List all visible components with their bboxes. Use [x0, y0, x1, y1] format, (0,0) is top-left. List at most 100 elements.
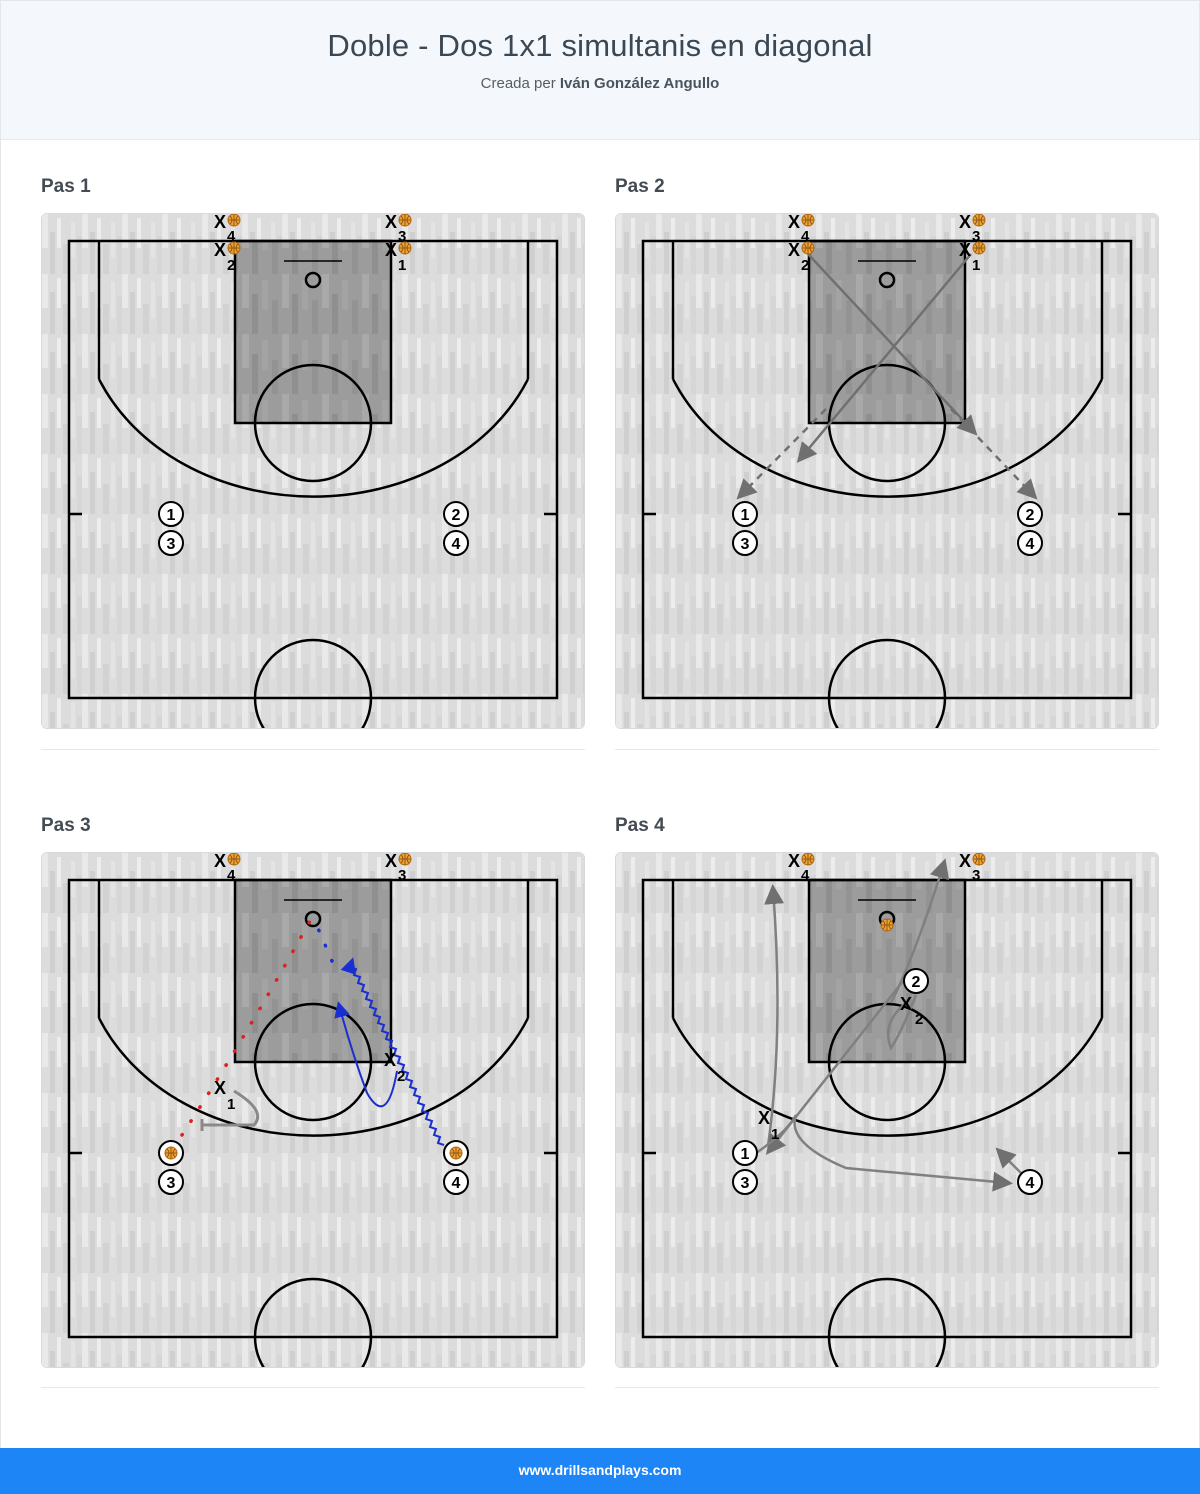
defender-x2: X 2	[214, 240, 241, 274]
svg-text:1: 1	[972, 257, 980, 274]
step-3-title: Pas 3	[41, 815, 91, 836]
svg-text:X: X	[214, 214, 226, 232]
defender-x3: X 3	[959, 853, 986, 884]
svg-text:X: X	[788, 853, 800, 871]
svg-text:X: X	[788, 240, 800, 260]
player-1: 1	[732, 501, 758, 527]
step-1-court: X 4 X 3 X 2 X 1 1 3 2	[42, 214, 584, 728]
step-4-separator	[615, 1387, 1159, 1388]
basketball-icon	[801, 241, 815, 255]
basketball-icon	[972, 241, 986, 255]
basketball-icon	[227, 214, 241, 227]
defender-x1-recover	[200, 1089, 260, 1131]
svg-text:X: X	[788, 214, 800, 232]
page-header: Doble - Dos 1x1 simultanis en diagonal C…	[1, 1, 1199, 140]
player-3: 3	[732, 530, 758, 556]
step-4-title: Pas 4	[615, 815, 665, 836]
defender-x3: X 3	[385, 214, 412, 245]
svg-text:X: X	[900, 994, 912, 1014]
svg-text:X: X	[758, 1108, 770, 1128]
svg-text:3: 3	[398, 228, 406, 245]
defender-x4: X 4	[788, 853, 815, 884]
player-1: 1	[158, 501, 184, 527]
page-subtitle: Creada per Iván González Angullo	[1, 75, 1199, 92]
defender-x1: X 1	[214, 1078, 235, 1113]
player-4: 4	[443, 1169, 469, 1195]
svg-text:3: 3	[972, 228, 980, 245]
defender-x4: X 4	[214, 853, 241, 884]
svg-text:X: X	[214, 853, 226, 871]
page-title: Doble - Dos 1x1 simultanis en diagonal	[327, 28, 873, 63]
svg-text:2: 2	[452, 507, 461, 524]
step-2-court: X 4 X 3 X 2 X 1 1 3 2	[616, 214, 1158, 728]
svg-text:3: 3	[398, 867, 406, 884]
defender-x2-cut	[334, 1001, 398, 1108]
svg-text:4: 4	[1026, 1175, 1035, 1192]
defender-x2: X 2	[900, 994, 923, 1028]
basketball-icon	[880, 918, 894, 932]
basketball-icon	[164, 1146, 178, 1160]
player-2: 2	[1017, 501, 1043, 527]
step-2-diagram: X 4 X 3 X 2 X 1 1 3 2	[615, 213, 1159, 729]
svg-text:X: X	[384, 1050, 396, 1070]
player-3: 3	[732, 1169, 758, 1195]
defender-x3: X 3	[959, 214, 986, 245]
step-4-diagram: X 4 X 3 2 X 2 X 1 1 3	[615, 852, 1159, 1368]
player-2: 2	[903, 968, 929, 994]
basketball-icon	[801, 853, 815, 866]
defender-x4: X 4	[214, 214, 241, 245]
svg-text:X: X	[385, 240, 397, 260]
svg-text:4: 4	[1026, 536, 1035, 553]
svg-text:4: 4	[227, 867, 236, 884]
author-name: Iván González Angullo	[559, 75, 720, 92]
basketball-icon	[398, 241, 412, 255]
defender-x4: X 4	[788, 214, 815, 245]
svg-text:4: 4	[452, 536, 461, 553]
dribble-zigzag	[340, 957, 445, 1146]
basketball-icon	[398, 214, 412, 227]
step-1-diagram: X 4 X 3 X 2 X 1 1 3 2	[41, 213, 585, 729]
player-2	[443, 1140, 469, 1166]
site-link[interactable]: www.drillsandplays.com	[518, 1462, 682, 1478]
svg-text:3: 3	[167, 1175, 176, 1192]
basketball-icon	[972, 853, 986, 866]
svg-text:X: X	[385, 214, 397, 232]
svg-text:1: 1	[771, 1126, 779, 1143]
player-1	[158, 1140, 184, 1166]
pass-dotted-red	[180, 919, 312, 1137]
site-footer: www.drillsandplays.com	[0, 1448, 1200, 1494]
player-3: 3	[158, 1169, 184, 1195]
svg-text:4: 4	[801, 867, 810, 884]
defender-x1: X 1	[959, 240, 986, 274]
svg-text:4: 4	[227, 228, 236, 245]
basketball-icon	[449, 1146, 463, 1160]
step-3-court: X 4 X 3 X 1 X 2 3 4	[42, 853, 584, 1367]
defender-x2: X 2	[384, 1050, 405, 1085]
defender-x2: X 2	[788, 240, 815, 274]
step-3-separator	[41, 1387, 585, 1388]
svg-text:3: 3	[741, 536, 750, 553]
basketball-icon	[227, 241, 241, 255]
player-4: 4	[1017, 530, 1043, 556]
svg-text:2: 2	[915, 1011, 923, 1028]
defender-x1: X 1	[758, 1108, 779, 1143]
svg-text:2: 2	[397, 1068, 405, 1085]
subtitle-prefix: Creada per	[480, 75, 556, 92]
basketball-icon	[801, 214, 815, 227]
basketball-icon	[227, 853, 241, 866]
svg-text:3: 3	[741, 1175, 750, 1192]
movement-lines	[755, 858, 1022, 1192]
svg-text:3: 3	[167, 536, 176, 553]
svg-text:2: 2	[801, 257, 809, 274]
step-4-court: X 4 X 3 2 X 2 X 1 1 3	[616, 853, 1158, 1367]
step-1-separator	[41, 749, 585, 750]
svg-text:X: X	[959, 214, 971, 232]
player-1: 1	[732, 1140, 758, 1166]
step-2-title: Pas 2	[615, 176, 665, 197]
svg-text:X: X	[214, 240, 226, 260]
defender-cuts	[796, 253, 978, 463]
svg-text:X: X	[385, 853, 397, 871]
svg-text:1: 1	[227, 1096, 235, 1113]
svg-text:X: X	[214, 1078, 226, 1098]
svg-text:1: 1	[741, 1146, 750, 1163]
